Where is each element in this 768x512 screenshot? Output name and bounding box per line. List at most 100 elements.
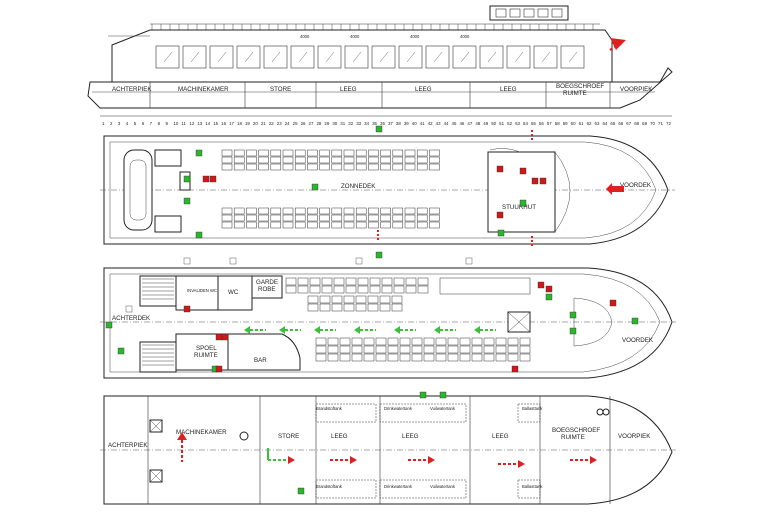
lower-deck-plan: ACHTERPIEK MACHINEKAMER STORE LEEG LEEG … xyxy=(100,395,676,505)
safety-sign-icon xyxy=(631,317,639,325)
frame-number: 65 xyxy=(610,121,615,126)
frame-number: 62 xyxy=(587,121,592,126)
invalid-wc-label: INVALIDEN WC xyxy=(187,288,217,293)
seat xyxy=(331,163,343,171)
side-label-engine-room: MACHINEKAMER xyxy=(178,86,229,93)
wc-label: WC xyxy=(228,289,239,296)
seat xyxy=(343,295,355,304)
seat xyxy=(331,214,343,222)
frame-number: 46 xyxy=(459,121,464,126)
seat xyxy=(297,285,309,294)
seat xyxy=(258,221,269,229)
wheelhouse-plan xyxy=(487,151,556,233)
seat xyxy=(345,277,357,286)
seat xyxy=(355,156,367,164)
seat xyxy=(447,337,459,346)
seat xyxy=(221,207,233,215)
safety-sign-icon xyxy=(375,251,383,259)
aft-stair xyxy=(154,149,182,167)
frame-number: 16 xyxy=(221,121,226,126)
wheelhouse-window xyxy=(551,8,563,18)
frame-number: 36 xyxy=(380,121,385,126)
side-bulkheads xyxy=(149,82,611,108)
frame-number: 18 xyxy=(237,121,242,126)
seat xyxy=(411,353,423,362)
seat xyxy=(357,285,369,294)
frame-number: 14 xyxy=(205,121,210,126)
seat xyxy=(270,207,282,215)
wheelhouse-window xyxy=(509,8,521,18)
frame-number: 71 xyxy=(658,121,663,126)
seat xyxy=(307,221,318,229)
window xyxy=(290,45,315,69)
safety-sign-icon xyxy=(539,177,547,185)
window-glare xyxy=(541,51,551,63)
seat xyxy=(343,149,355,157)
seat xyxy=(355,149,367,157)
seat xyxy=(343,163,355,171)
side-windows xyxy=(155,45,585,69)
lower-store-label: STORE xyxy=(278,433,299,440)
seat xyxy=(483,345,495,354)
side-label-thruster: BOEGSCHROEF xyxy=(556,83,604,90)
frame-number: 54 xyxy=(523,121,528,126)
seat xyxy=(270,221,282,229)
seat xyxy=(392,163,404,171)
seat xyxy=(367,295,379,304)
frame-number: 66 xyxy=(618,121,623,126)
frame-number: 27 xyxy=(309,121,314,126)
main-deck-seating xyxy=(285,277,531,362)
seat xyxy=(435,337,447,346)
seat xyxy=(319,207,330,215)
seat xyxy=(507,353,519,362)
seat xyxy=(319,149,330,157)
seat xyxy=(355,163,367,171)
red-arrow-icon xyxy=(498,460,525,468)
seat xyxy=(270,163,282,171)
seat xyxy=(355,303,367,312)
frame-number: 40 xyxy=(412,121,417,126)
seat xyxy=(405,277,417,286)
seat xyxy=(355,221,367,229)
safety-sign-icon xyxy=(545,293,553,301)
window-glare xyxy=(487,51,497,63)
seat xyxy=(416,207,428,215)
green-arrow-icon xyxy=(279,326,301,334)
seat xyxy=(221,221,233,229)
seat xyxy=(369,277,381,286)
safety-sign-icon xyxy=(215,365,223,373)
dimension-label: 4000 xyxy=(460,34,470,39)
seat xyxy=(459,345,471,354)
frame-number: 35 xyxy=(372,121,377,126)
hull-side xyxy=(87,67,673,109)
window-glare xyxy=(406,51,416,63)
seat xyxy=(246,207,257,215)
frame-number: 38 xyxy=(396,121,401,126)
seat xyxy=(233,207,245,215)
seat xyxy=(221,156,233,164)
safety-sign-icon xyxy=(297,487,305,495)
seat xyxy=(391,303,403,312)
seat xyxy=(483,337,495,346)
exit-arrow-icon xyxy=(606,183,624,195)
window xyxy=(317,45,342,69)
side-label-fore-peak: VOORPIEK xyxy=(620,86,653,93)
seat xyxy=(380,163,391,171)
seat xyxy=(294,163,306,171)
safety-sign-icon xyxy=(496,165,504,173)
seat xyxy=(282,156,294,164)
safety-sign-icon xyxy=(311,183,319,191)
seat xyxy=(294,221,306,229)
side-label-thruster-2: RUIMTE xyxy=(563,90,587,97)
seat xyxy=(519,353,531,362)
lower-void-1: LEEG xyxy=(331,433,348,440)
galley-label-1: SPOEL xyxy=(196,345,217,352)
seat xyxy=(391,295,403,304)
bow-thruster-icon xyxy=(596,408,604,416)
safety-sign-icon xyxy=(537,281,545,289)
lower-void-2: LEEG xyxy=(402,433,419,440)
frame-number: 61 xyxy=(579,121,584,126)
seat xyxy=(294,207,306,215)
frame-number: 68 xyxy=(634,121,639,126)
tank-label: Vuilwatertank xyxy=(430,406,456,411)
